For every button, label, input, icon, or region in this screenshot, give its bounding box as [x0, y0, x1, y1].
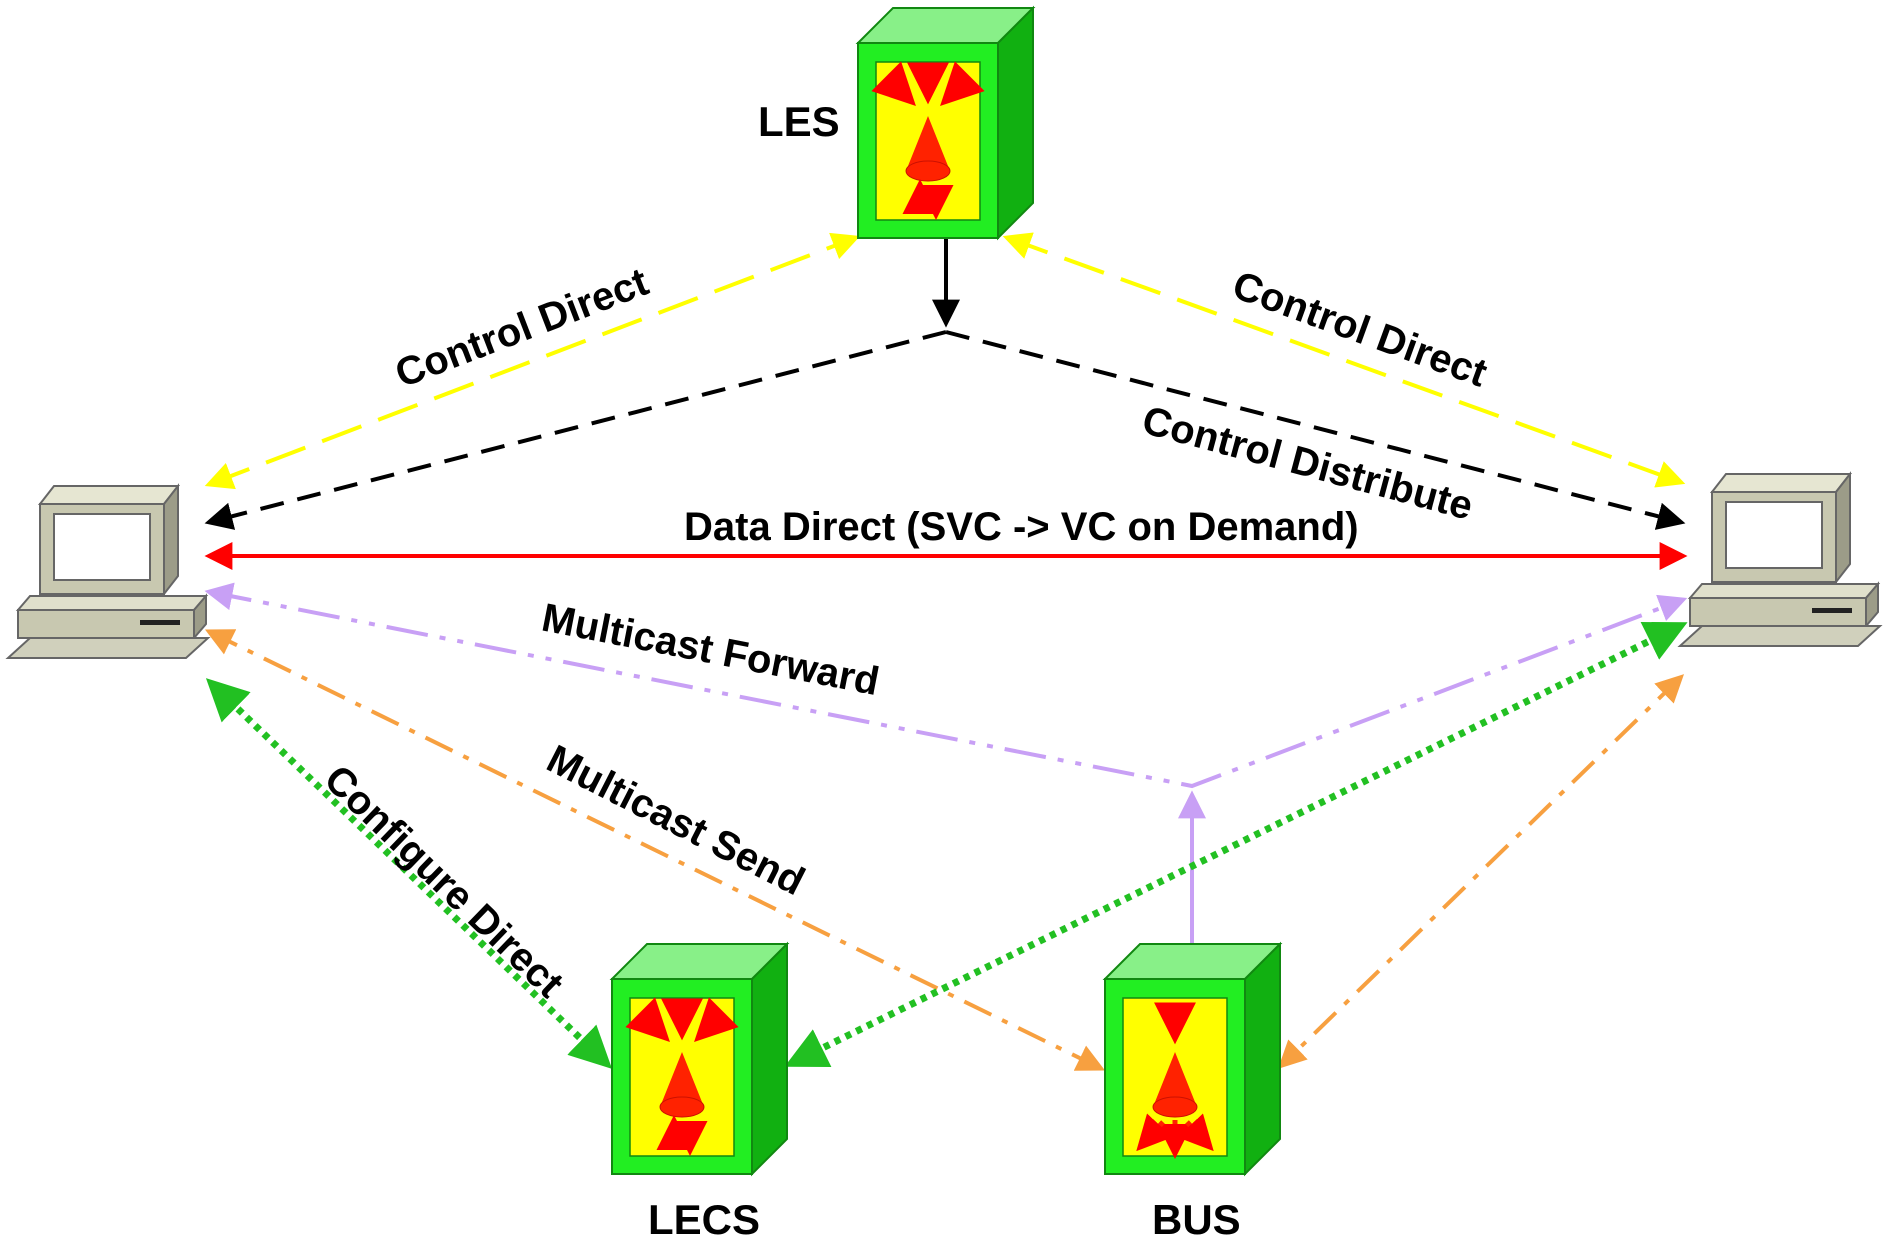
- data-direct-label: Data Direct (SVC -> VC on Demand): [684, 505, 1359, 549]
- bus-label: BUS: [1152, 1196, 1241, 1239]
- configure-direct-right-line: [784, 621, 1688, 1068]
- bus-server: [1104, 943, 1281, 1175]
- configure-direct-label: Configure Direct: [316, 757, 572, 1006]
- les-server: [857, 7, 1034, 239]
- multicast-forward-label: Multicast Forward: [538, 596, 882, 704]
- left-computer-icon: [7, 485, 209, 659]
- control-direct-right-label: Control Direct: [1227, 263, 1493, 396]
- multicast-send-right-line: [1277, 674, 1685, 1069]
- control-direct-left-line: [204, 232, 861, 490]
- lecs-server: [611, 943, 788, 1175]
- lecs-label: LECS: [648, 1196, 760, 1239]
- control-direct-right-line: [1002, 232, 1686, 488]
- multicast-send-label: Multicast Send: [540, 737, 811, 904]
- control-distribute-left-line: [204, 330, 947, 530]
- control-distribute-right-line: [945, 330, 1686, 530]
- les-label: LES: [758, 98, 840, 145]
- multicast-forward-line: [204, 582, 1688, 789]
- right-computer-icon: [1679, 473, 1881, 647]
